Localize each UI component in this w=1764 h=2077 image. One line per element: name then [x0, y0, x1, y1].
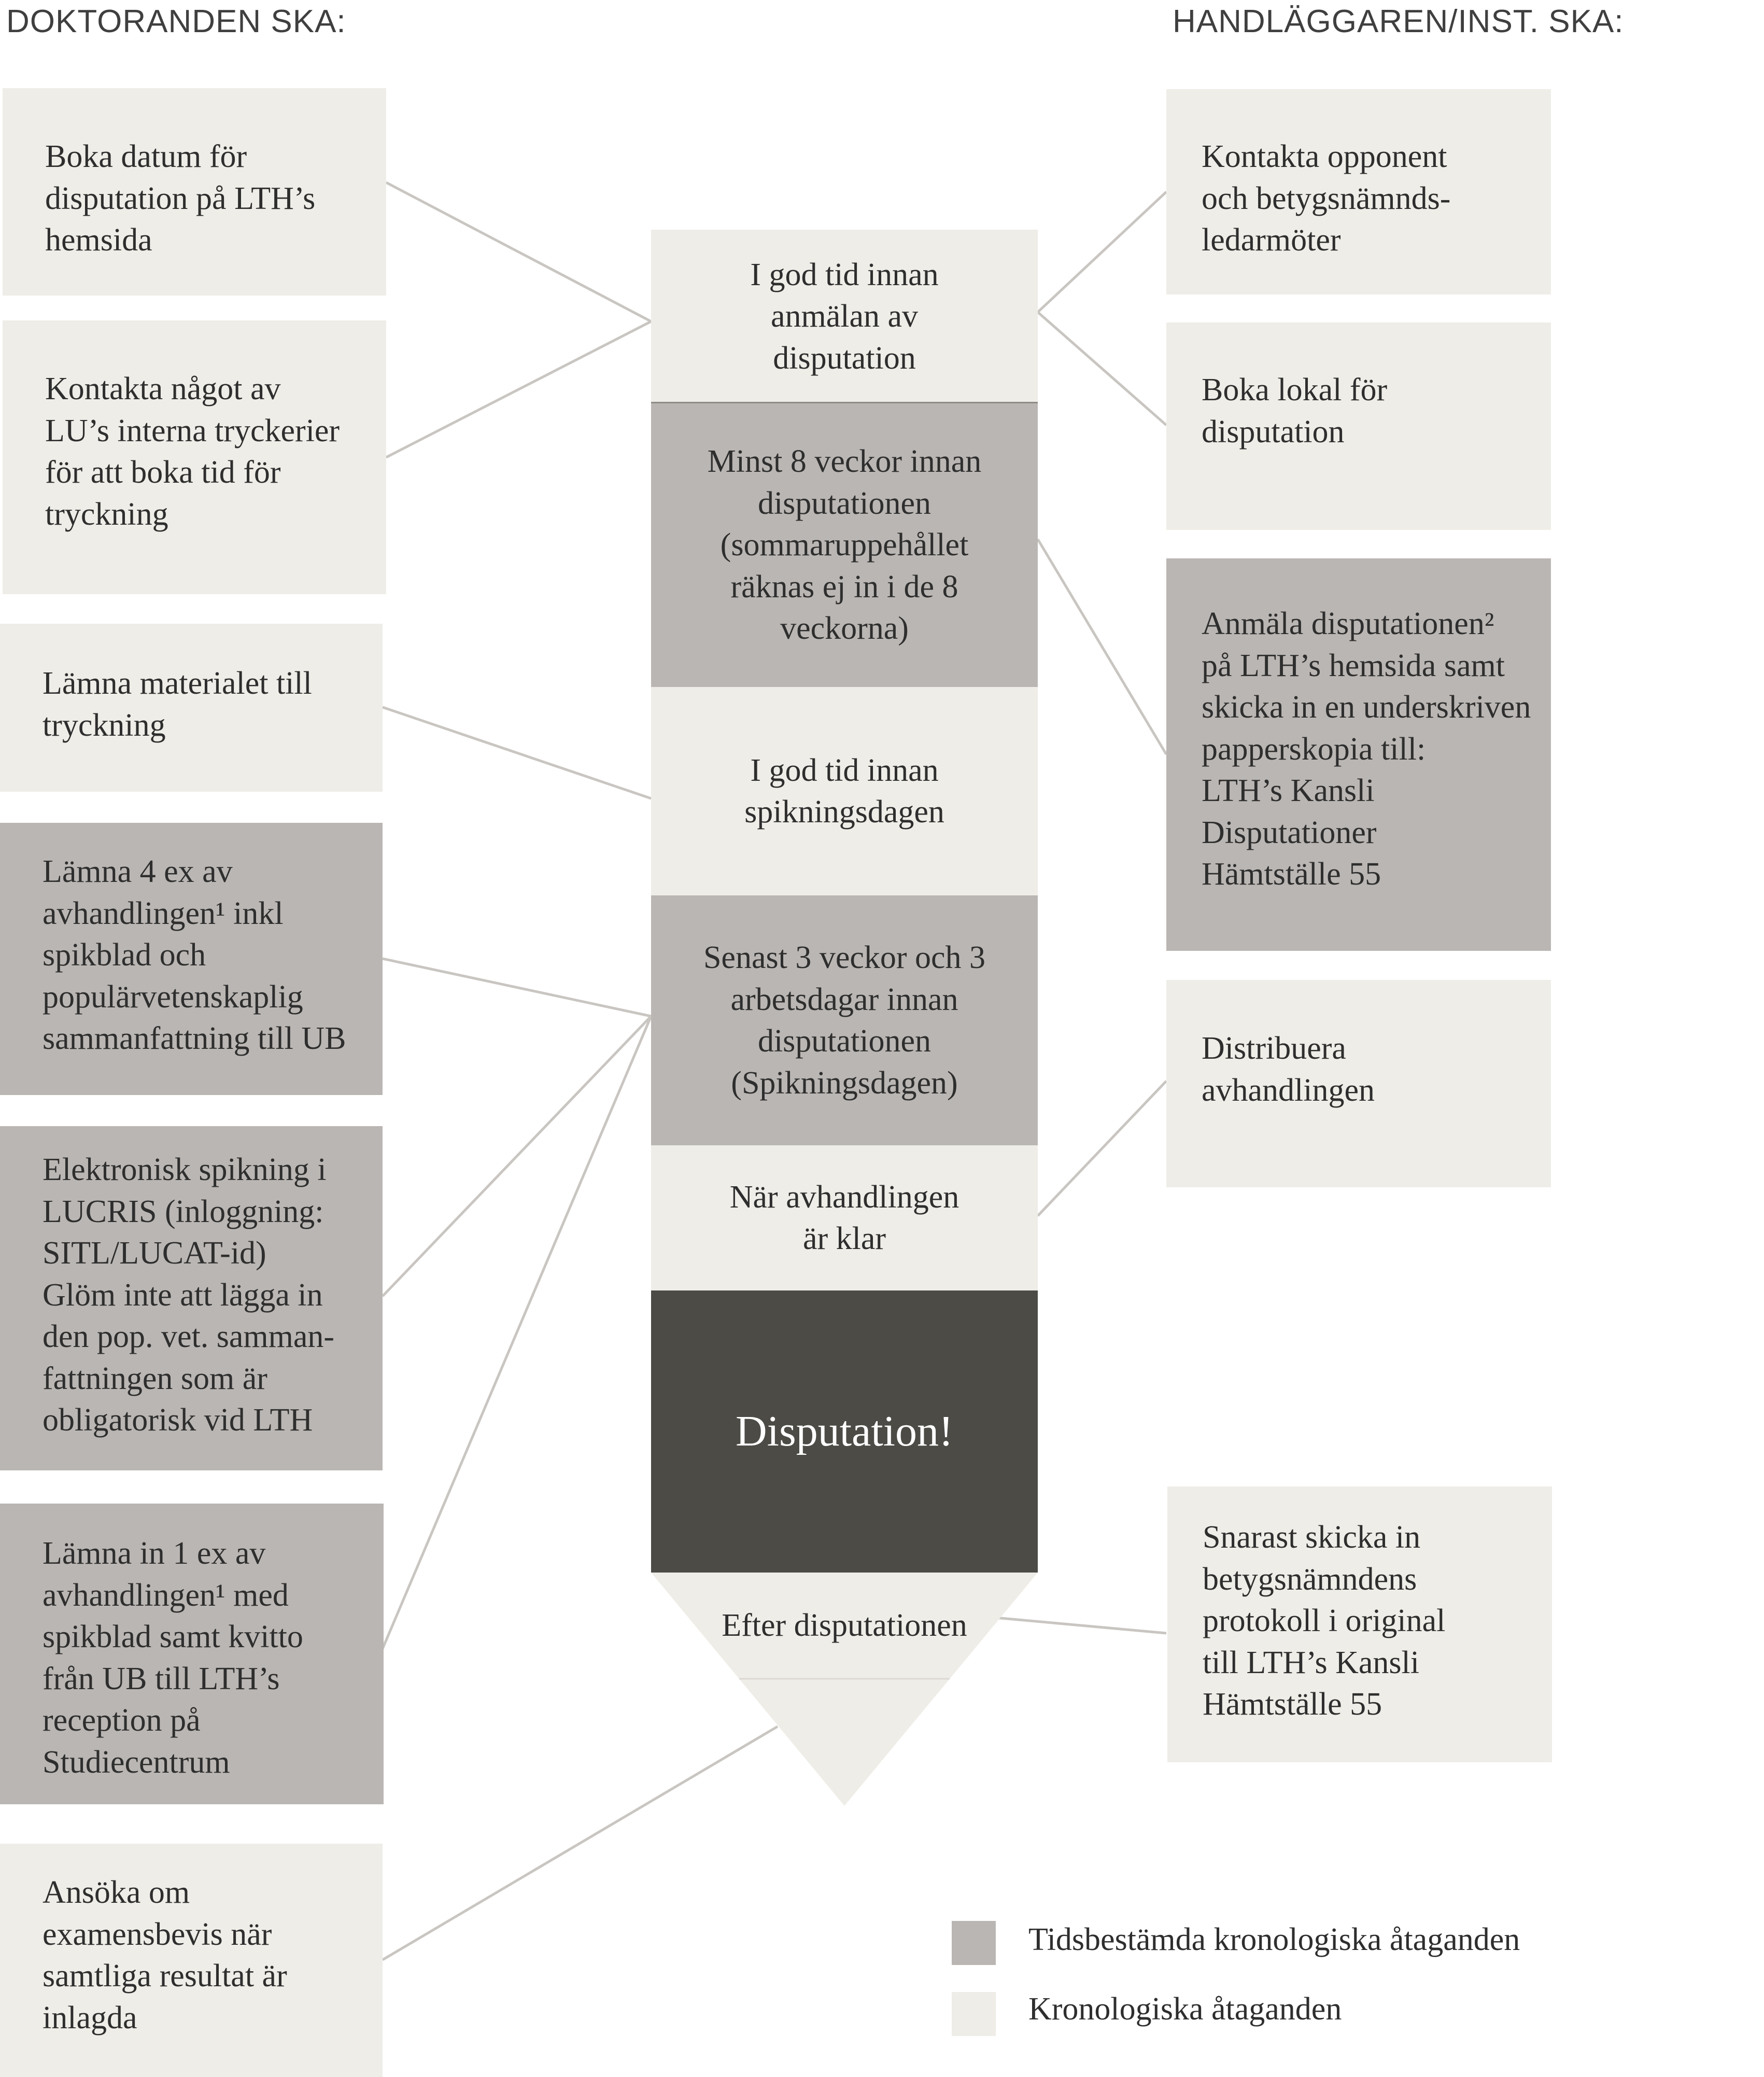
task-text: Lämna in 1 ex av avhandlingen¹ med spikb… — [43, 1536, 303, 1780]
admin-task-register-disputation: Anmäla disputationen² på LTH’s hemsida s… — [1166, 558, 1551, 951]
doctoral-task-electronic-nailing: Elektronisk spikning i LUCRIS (inloggnin… — [0, 1126, 383, 1470]
timeline-text: Disputation! — [736, 1407, 953, 1455]
doctoral-task-apply-diploma: Ansöka om examensbevis när samtliga resu… — [0, 1844, 383, 2077]
task-text: Boka lokal för disputation — [1202, 372, 1388, 450]
admin-task-send-protocol: Snarast skicka in betygsnämndens protoko… — [1167, 1486, 1552, 1762]
task-text: Kontakta något av LU’s interna tryckerie… — [45, 371, 340, 532]
legend-label-timed: Tidsbestämda kronologiska åtaganden — [1028, 1922, 1520, 1957]
timeline-step-8-weeks: Minst 8 veckor innan disputationen (somm… — [651, 403, 1038, 687]
timeline-text: När avhandlingen är klar — [729, 1179, 959, 1257]
task-text: Boka datum för disputation på LTH’s hems… — [45, 139, 316, 258]
legend-swatch-untimed — [952, 1992, 996, 2036]
task-text: Distribuera avhandlingen — [1202, 1031, 1375, 1108]
admin-task-book-room: Boka lokal för disputation — [1166, 322, 1551, 530]
doctoral-task-copy-to-reception: Lämna in 1 ex av avhandlingen¹ med spikb… — [0, 1504, 384, 1804]
task-text: Ansöka om examensbevis när samtliga resu… — [43, 1875, 287, 2036]
timeline-text: Senast 3 veckor och 3 arbetsdagar innan … — [703, 940, 986, 1101]
connector-line — [1037, 311, 1167, 426]
task-text: Snarast skicka in betygsnämndens protoko… — [1203, 1520, 1446, 1722]
connector-line — [1036, 538, 1168, 755]
connector-line — [1037, 191, 1167, 313]
timeline-end-arrow — [651, 1573, 1038, 1806]
doctoral-task-contact-printers: Kontakta något av LU’s interna tryckerie… — [3, 320, 386, 594]
doctoral-task-submit-printing: Lämna materialet till tryckning — [0, 624, 383, 792]
timeline-text: Efter disputationen — [722, 1607, 967, 1643]
timeline-step-nailing-day: Senast 3 veckor och 3 arbetsdagar innan … — [651, 895, 1038, 1145]
connector-line — [381, 1016, 653, 1649]
legend-swatch-timed — [952, 1921, 996, 1965]
connector-line — [1037, 1080, 1167, 1217]
connector-line — [382, 957, 652, 1018]
connector-line — [382, 706, 652, 800]
doctoral-task-copies-to-ub: Lämna 4 ex av avhandlingen¹ inkl spikbla… — [0, 823, 383, 1095]
timeline-text: I god tid innan anmälan av disputation — [750, 257, 939, 376]
administrator-column-heading: HANDLÄGGAREN/INST. SKA: — [1173, 4, 1624, 39]
admin-task-contact-opponent: Kontakta opponent och betygsnämnds- leda… — [1166, 89, 1551, 294]
timeline-step-disputation: Disputation! — [651, 1290, 1038, 1573]
timeline-step-before-nailing: I god tid innan spikningsdagen — [651, 687, 1038, 895]
timeline-text: Minst 8 veckor innan disputationen (somm… — [707, 444, 982, 647]
doctoral-task-book-date: Boka datum för disputation på LTH’s hems… — [3, 88, 386, 296]
task-text: Lämna 4 ex av avhandlingen¹ inkl spikbla… — [43, 854, 346, 1056]
timeline-divider — [651, 402, 1038, 403]
timeline-step-thesis-ready: När avhandlingen är klar — [651, 1145, 1038, 1290]
admin-task-distribute-thesis: Distribuera avhandlingen — [1166, 980, 1551, 1187]
connector-line — [382, 1015, 652, 1297]
connector-line — [385, 320, 652, 459]
task-text: Elektronisk spikning i LUCRIS (inloggnin… — [43, 1152, 335, 1438]
connector-line — [385, 181, 652, 323]
task-text: Kontakta opponent och betygsnämnds- leda… — [1202, 139, 1451, 258]
timeline-step-after-disputation: Efter disputationen — [651, 1587, 1038, 1664]
doctoral-column-heading: DOKTORANDEN SKA: — [6, 4, 346, 39]
legend-label-untimed: Kronologiska åtaganden — [1028, 1991, 1342, 2027]
timeline-text: I god tid innan spikningsdagen — [744, 752, 944, 830]
timeline-step-before-registration: I god tid innan anmälan av disputation — [651, 230, 1038, 403]
task-text: Lämna materialet till tryckning — [43, 666, 312, 743]
task-text: Anmäla disputationen² på LTH’s hemsida s… — [1202, 606, 1531, 892]
